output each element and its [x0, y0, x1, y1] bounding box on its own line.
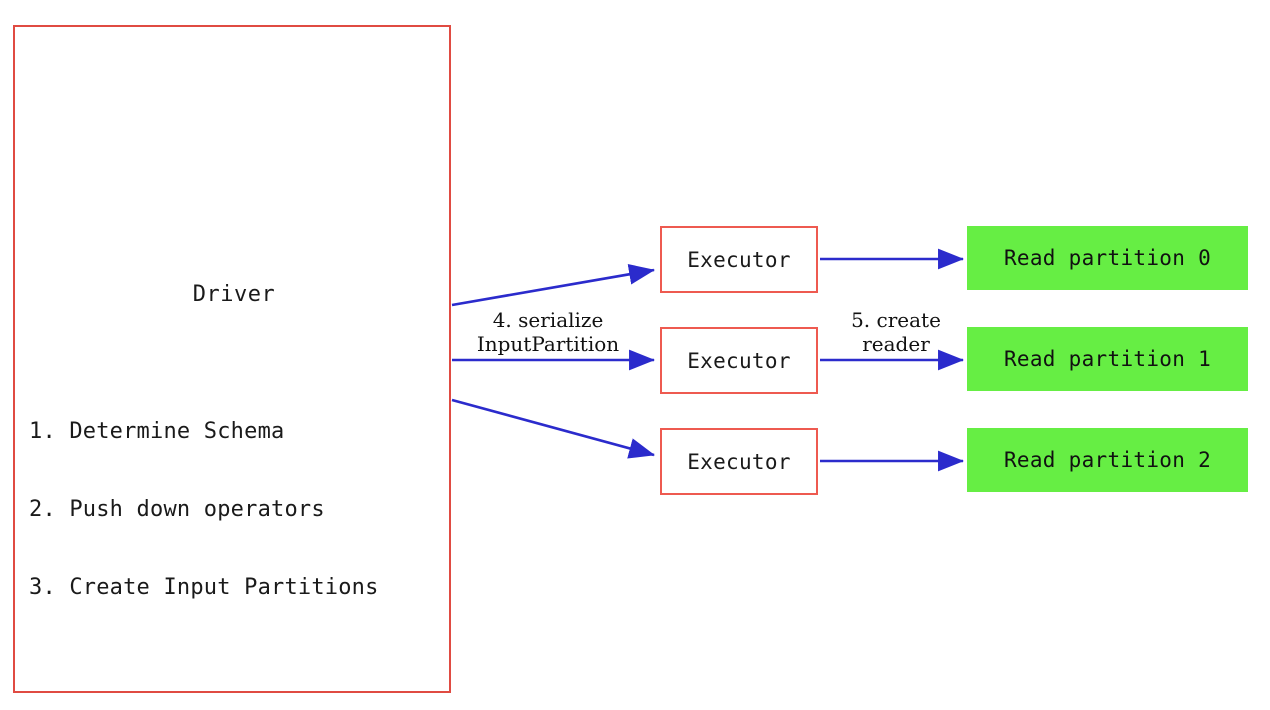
partition-node-1: Read partition 1	[967, 327, 1248, 391]
partition-node-2: Read partition 2	[967, 428, 1248, 492]
driver-step-list: 1. Determine Schema 2. Push down operato…	[29, 367, 449, 653]
executor-label-1: Executor	[687, 348, 791, 373]
partition-label-0: Read partition 0	[1003, 246, 1212, 270]
edge-label-serialize-input-partition: 4. serialize InputPartition	[476, 308, 620, 356]
executor-node-1: Executor	[660, 327, 818, 394]
arrow-driver-to-executor-2	[451, 398, 656, 459]
driver-title: Driver	[192, 282, 276, 307]
partition-label-2: Read partition 2	[1003, 448, 1212, 472]
executor-label-0: Executor	[687, 247, 791, 272]
driver-step-2: 2. Push down operators	[29, 497, 325, 522]
partition-node-0: Read partition 0	[967, 226, 1248, 290]
executor-label-2: Executor	[687, 449, 791, 474]
partition-label-1: Read partition 1	[1003, 347, 1212, 371]
driver-step-1: 1. Determine Schema	[29, 419, 285, 444]
executor-node-0: Executor	[660, 226, 818, 293]
arrow-driver-to-executor-0	[451, 264, 656, 307]
driver-node: Driver 1. Determine Schema 2. Push down …	[13, 25, 451, 693]
edge-label-create-reader: 5. create reader	[851, 308, 941, 356]
executor-node-2: Executor	[660, 428, 818, 495]
driver-step-3: 3. Create Input Partitions	[29, 575, 379, 600]
